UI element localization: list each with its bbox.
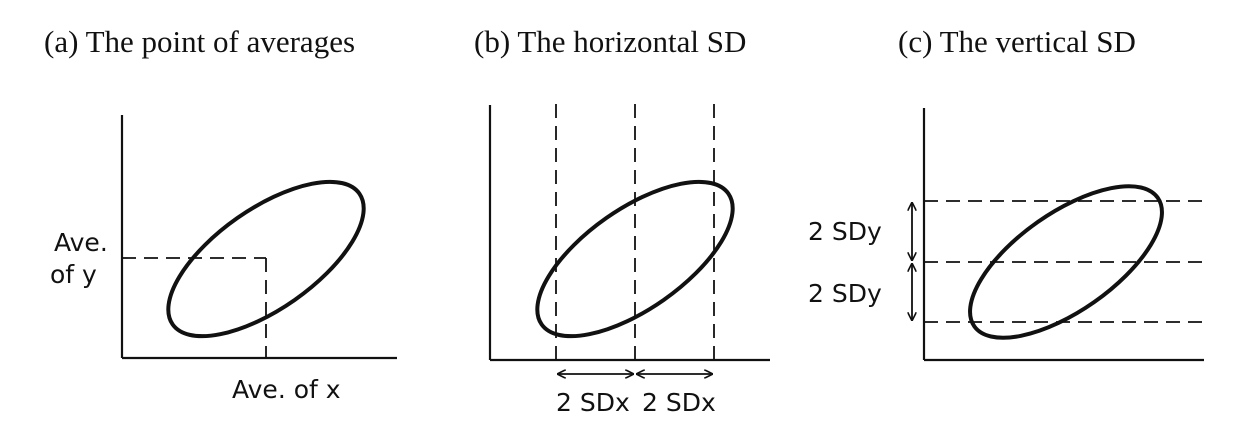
panel-c-title: (c) The vertical SD <box>898 24 1136 59</box>
panel-a: (a) The point of averages Ave. of y Ave.… <box>44 24 397 404</box>
panel-b: (b) The horizontal SD 2 SDx 2 SDx <box>474 24 770 417</box>
panel-a-point-cloud-ellipse <box>166 179 366 339</box>
panel-c-upper-sd-label: 2 SDy <box>808 217 882 246</box>
ave-x-label: Ave. of x <box>232 375 341 404</box>
panel-a-title: (a) The point of averages <box>44 24 355 59</box>
panel-c: (c) The vertical SD 2 SDy 2 SDy <box>808 24 1204 362</box>
panel-c-point-cloud-ellipse <box>968 184 1164 340</box>
ave-y-label-line2: of y <box>50 260 97 289</box>
panel-b-left-sd-label: 2 SDx <box>556 388 630 417</box>
panel-b-point-cloud-ellipse <box>535 179 735 339</box>
ave-y-label-line1: Ave. <box>54 228 108 257</box>
panel-b-right-sd-label: 2 SDx <box>642 388 716 417</box>
panel-b-title: (b) The horizontal SD <box>474 24 746 59</box>
panel-c-lower-sd-label: 2 SDy <box>808 279 882 308</box>
